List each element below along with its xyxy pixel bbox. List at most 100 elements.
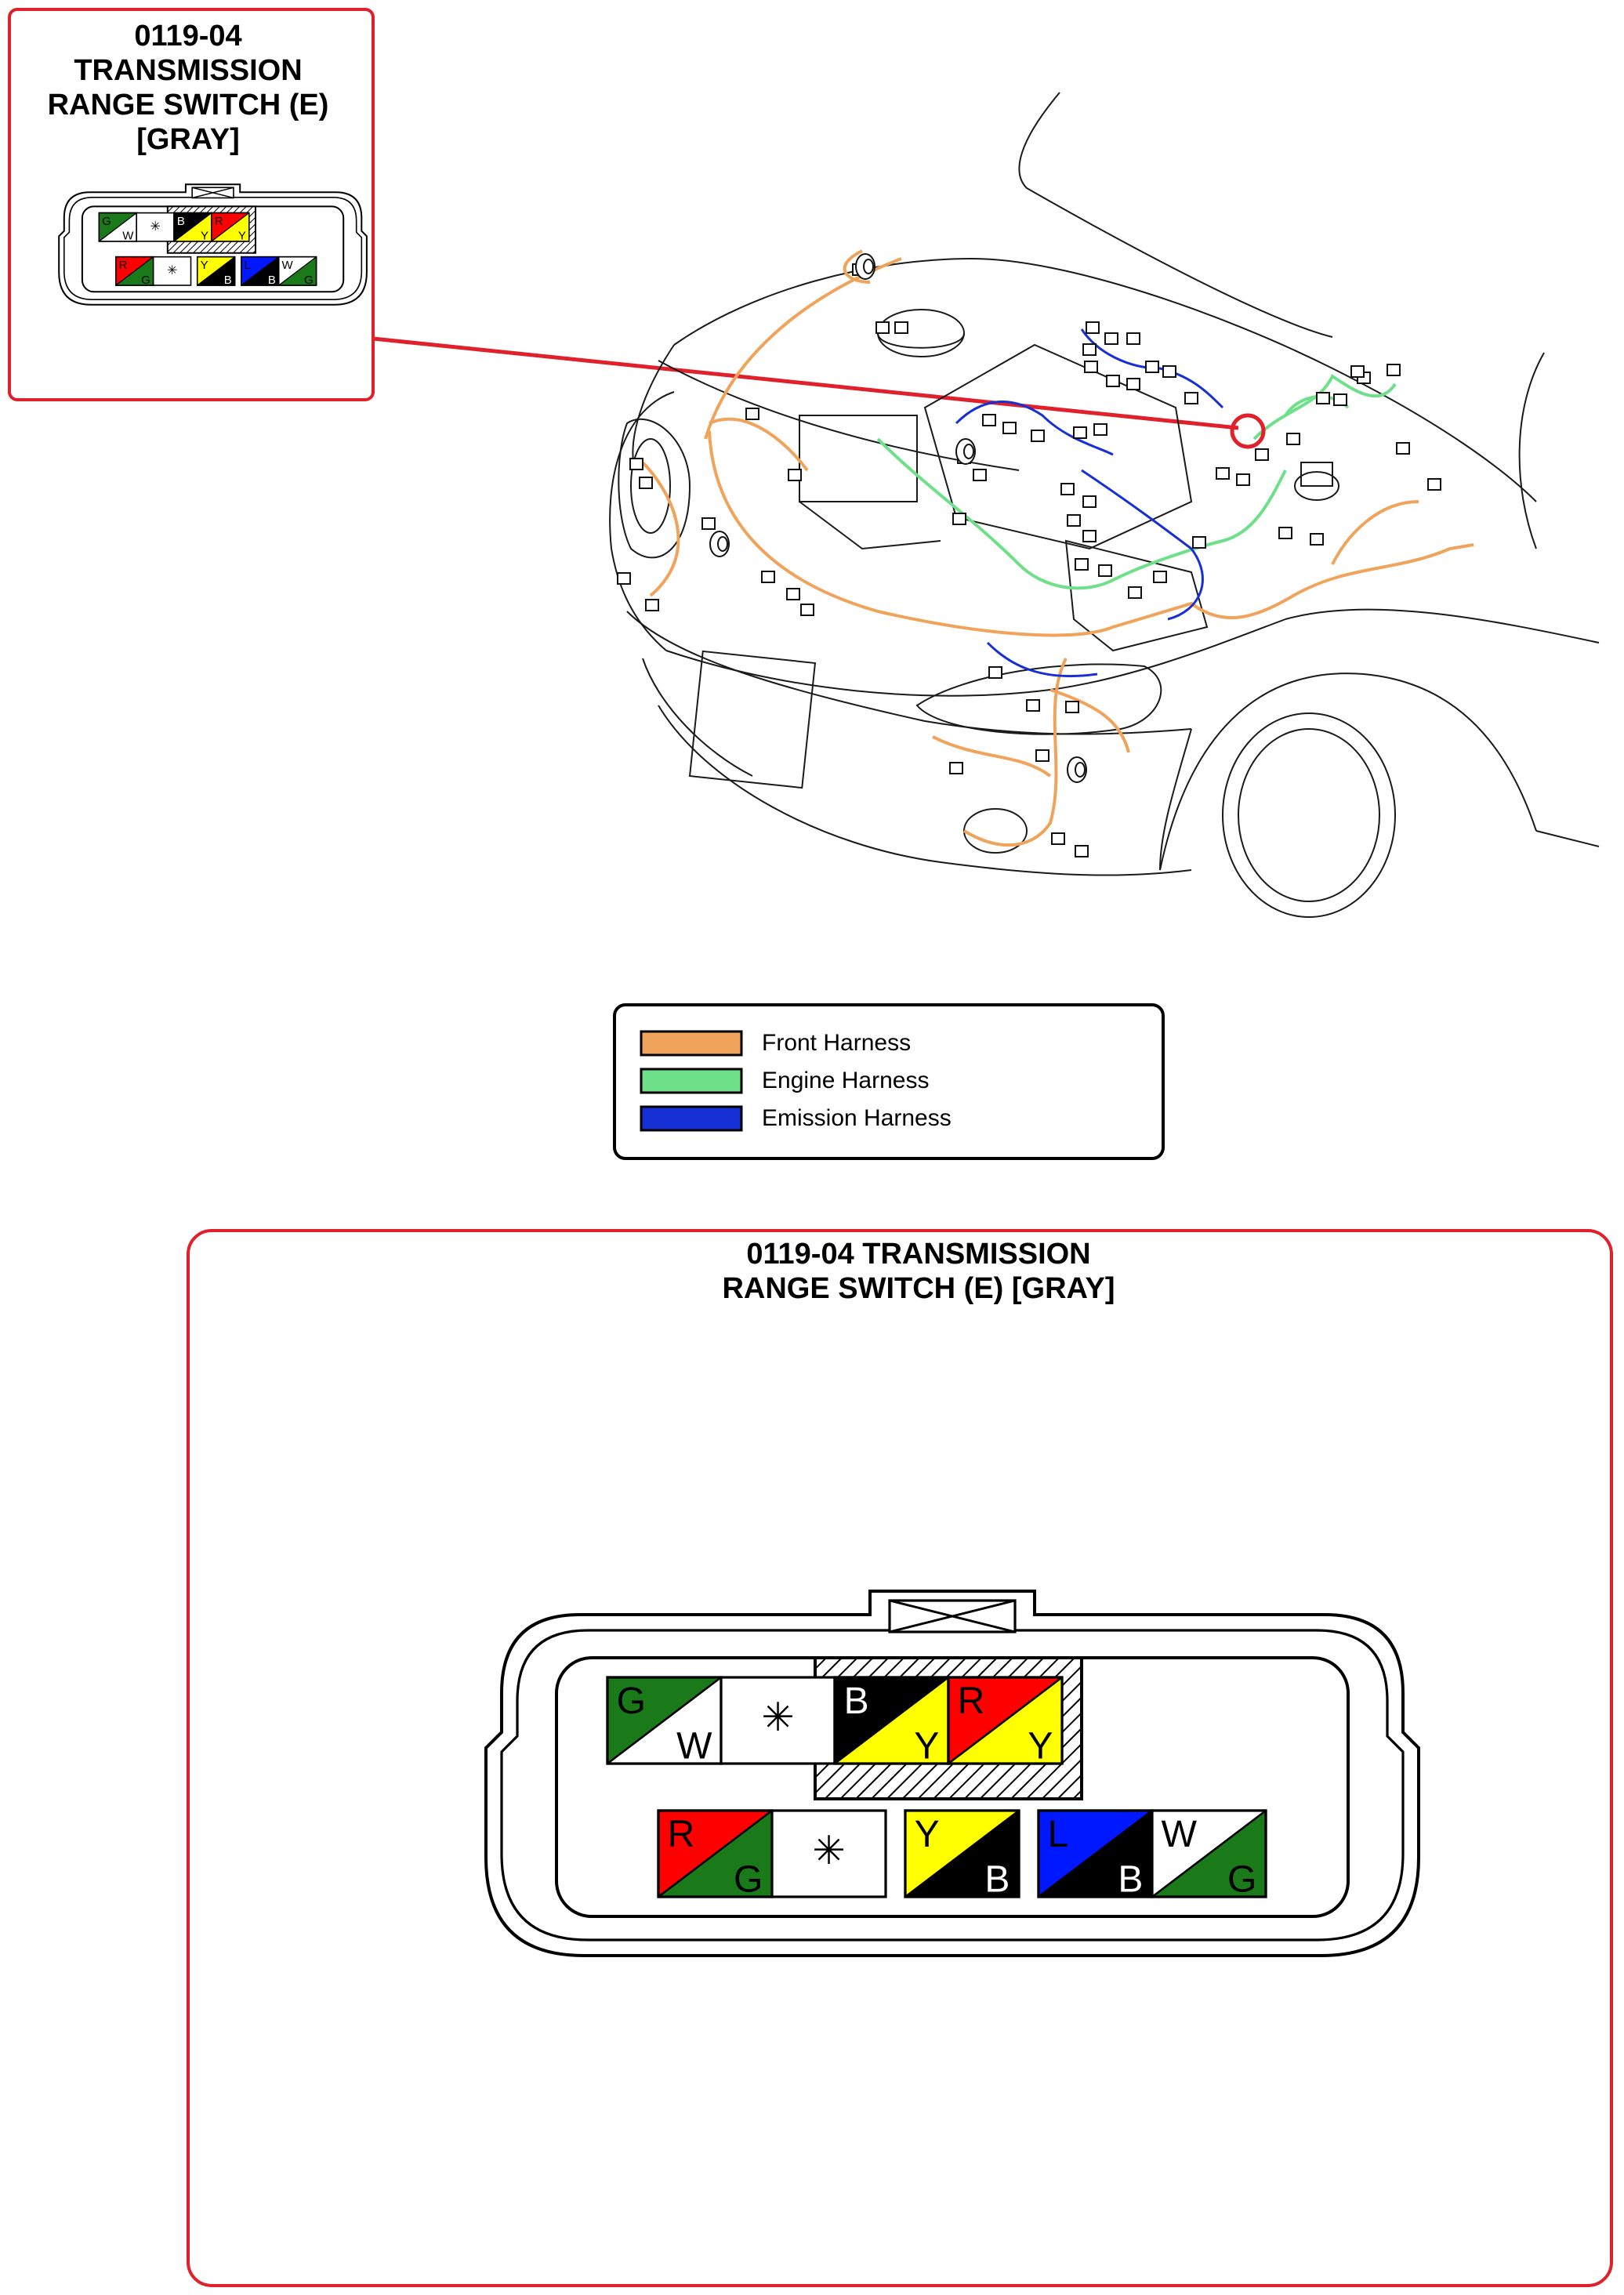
harness-connector (617, 572, 631, 585)
harness-connector (788, 469, 802, 481)
grommet (863, 259, 874, 274)
pin-main-color: Y (201, 259, 208, 272)
harness-connector (1396, 442, 1410, 455)
harness-connector (1216, 467, 1230, 480)
harness-connector (1278, 527, 1292, 539)
pin-main-color: R (958, 1680, 985, 1722)
empty-pin-symbol: ✳ (167, 264, 177, 277)
pin-cell: RG (115, 256, 154, 287)
pin-cell: GW (98, 212, 137, 243)
legend-swatch (640, 1105, 743, 1132)
harness-connector (1035, 749, 1049, 762)
pin-stripe-color: W (122, 230, 134, 243)
harness-connectors (617, 253, 1441, 857)
grommet (709, 531, 730, 557)
harness-connector (952, 513, 966, 525)
harness-connector (1031, 430, 1045, 442)
harness-routing (641, 249, 1474, 847)
harness-connector (1082, 530, 1097, 542)
harness-connector (701, 517, 716, 530)
callout-title-line-2: TRANSMISSION (74, 54, 302, 87)
pin-cell: RG (657, 1809, 774, 1900)
harness-connector (1082, 343, 1097, 356)
harness-connector (1082, 495, 1097, 508)
detail-title-line-2: RANGE SWITCH (E) [GRAY] (722, 1272, 1115, 1305)
pin-main-color: Y (915, 1814, 940, 1855)
harness-connector (1126, 332, 1140, 345)
harness-connector (629, 458, 643, 470)
harness-connector (645, 599, 659, 611)
pin-stripe-color: G (734, 1858, 763, 1900)
empty-pin-cell: ✳ (770, 1809, 887, 1898)
harness-connector (1075, 558, 1089, 571)
pin-stripe-color: G (141, 274, 150, 287)
harness-connector (1060, 483, 1075, 495)
pin-main-color: B (844, 1680, 869, 1722)
pin-main-color: R (119, 259, 128, 272)
pin-stripe-color: B (268, 274, 276, 287)
harness-connector (1192, 536, 1206, 549)
grommet (955, 438, 976, 465)
harness-connector (894, 321, 908, 334)
harness-connector (1084, 361, 1098, 373)
grommet (855, 253, 875, 280)
connector-callout-box: 0119-04 TRANSMISSION RANGE SWITCH (E) [G… (8, 8, 375, 401)
harness-connector (1153, 571, 1167, 583)
pin-cell: LB (1037, 1809, 1154, 1900)
detail-title-line-1: 0119-04 TRANSMISSION (746, 1238, 1090, 1271)
harness-connector (761, 571, 775, 583)
pin-stripe-color: Y (201, 230, 208, 243)
pin-main-color: R (668, 1814, 695, 1855)
connector-location-marker (1230, 413, 1266, 449)
pin-main-color: G (617, 1680, 646, 1722)
grommet (1067, 756, 1087, 783)
harness-connector (1051, 832, 1065, 845)
pin-cell: WG (277, 256, 317, 287)
pin-stripe-color: B (224, 274, 232, 287)
empty-pin-symbol: ✳ (761, 1695, 794, 1739)
harness-connector (1106, 375, 1120, 387)
pin-stripe-color: Y (238, 230, 246, 243)
pin-cell: LB (241, 256, 280, 287)
harness-connector (1093, 423, 1107, 436)
harness-connector (1067, 514, 1081, 527)
harness-connector (1073, 426, 1087, 439)
harness-connector (1075, 845, 1089, 857)
harness-connector (639, 477, 653, 489)
harness-connector (973, 469, 987, 481)
grommet (717, 536, 728, 552)
harness-connector (875, 321, 890, 334)
harness-connector (988, 666, 1002, 679)
grommet (1075, 762, 1086, 778)
grommet (963, 444, 974, 459)
harness-connector (982, 414, 996, 426)
pin-stripe-color: W (676, 1725, 712, 1767)
harness-connector (1333, 393, 1347, 406)
harness-connector (1350, 365, 1365, 378)
pin-main-color: L (1048, 1814, 1069, 1855)
harness-connector (1086, 321, 1100, 334)
pin-stripe-color: Y (914, 1725, 939, 1767)
harness-connector (1387, 364, 1401, 376)
legend-label: Emission Harness (762, 1105, 952, 1131)
harness-connector (949, 762, 963, 774)
pin-stripe-color: B (984, 1858, 1010, 1900)
harness-connector (1236, 473, 1250, 486)
car-illustration (609, 92, 1600, 918)
harness-connector (1286, 433, 1300, 445)
pin-main-color: B (177, 215, 185, 228)
harness-connector (1104, 332, 1118, 345)
pin-main-color: L (245, 259, 251, 272)
harness-connector (1126, 378, 1140, 390)
callout-title-line-1: 0119-04 (134, 20, 241, 53)
harness-connector (1427, 478, 1441, 491)
legend-swatch (640, 1030, 743, 1057)
pin-main-color: G (102, 215, 111, 228)
empty-pin-symbol: ✳ (812, 1828, 845, 1873)
harness-connector (1316, 392, 1330, 404)
harness-connector (1026, 699, 1040, 712)
pin-cell: RY (947, 1676, 1064, 1767)
